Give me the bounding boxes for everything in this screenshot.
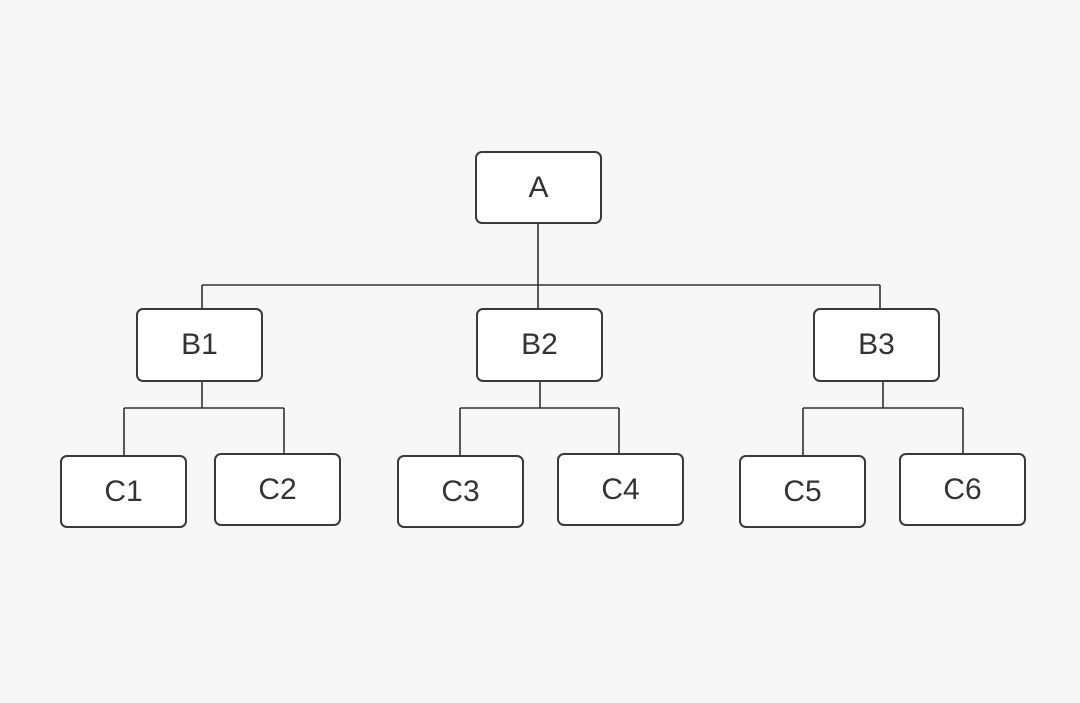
node-c1[interactable]: C1 xyxy=(60,455,187,528)
node-b2[interactable]: B2 xyxy=(476,308,603,382)
node-b2-label: B2 xyxy=(521,328,558,361)
node-b3-label: B3 xyxy=(858,328,895,361)
node-c6-label: C6 xyxy=(943,472,982,506)
node-c2-label: C2 xyxy=(258,472,297,506)
node-c4[interactable]: C4 xyxy=(557,453,684,526)
node-a[interactable]: A xyxy=(475,151,602,224)
node-c3-label: C3 xyxy=(441,474,480,508)
node-c4-label: C4 xyxy=(601,472,640,506)
node-a-label: A xyxy=(528,170,549,204)
node-c5-label: C5 xyxy=(783,474,822,508)
node-c5[interactable]: C5 xyxy=(739,455,866,528)
node-b3[interactable]: B3 xyxy=(813,308,940,382)
node-c6[interactable]: C6 xyxy=(899,453,1026,526)
node-c3[interactable]: C3 xyxy=(397,455,524,528)
node-c2[interactable]: C2 xyxy=(214,453,341,526)
node-b1-label: B1 xyxy=(181,328,218,361)
node-c1-label: C1 xyxy=(104,474,143,508)
node-b1[interactable]: B1 xyxy=(136,308,263,382)
